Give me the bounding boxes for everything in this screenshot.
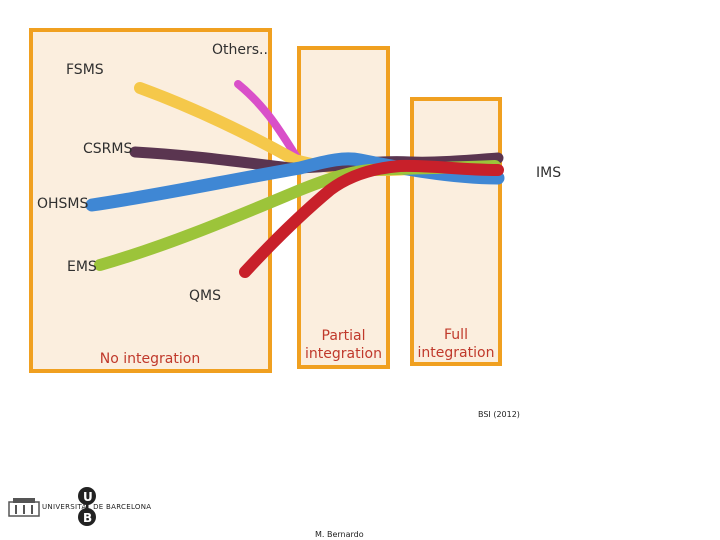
full-integration-label: Full integration [417, 327, 495, 361]
ems-label: EMS [67, 259, 97, 275]
qms-label: QMS [189, 288, 221, 304]
ims-label: IMS [536, 165, 562, 181]
qms-ribbon [239, 159, 504, 278]
full-integration-box [410, 97, 502, 366]
university-ub-logo-icon [78, 487, 96, 526]
no-integration-label: No integration [99, 351, 201, 367]
partial-integration-label: Partial integration [305, 328, 382, 362]
ub-logo-letter-u: U [83, 490, 93, 504]
university-name: UNIVERSITAT DE BARCELONA [42, 503, 152, 511]
author-credit: M. Bernardo [315, 530, 364, 539]
ub-logo-letter-b: B [83, 511, 93, 525]
ohsms-label: OHSMS [37, 196, 89, 212]
others-ribbon [234, 80, 404, 170]
source-citation: BSI (2012) [478, 410, 520, 419]
university-crest-icon [8, 498, 40, 517]
csrms-label: CSRMS [83, 141, 133, 157]
fsms-label: FSMS [66, 62, 104, 78]
others-label: Others.. [212, 42, 268, 58]
